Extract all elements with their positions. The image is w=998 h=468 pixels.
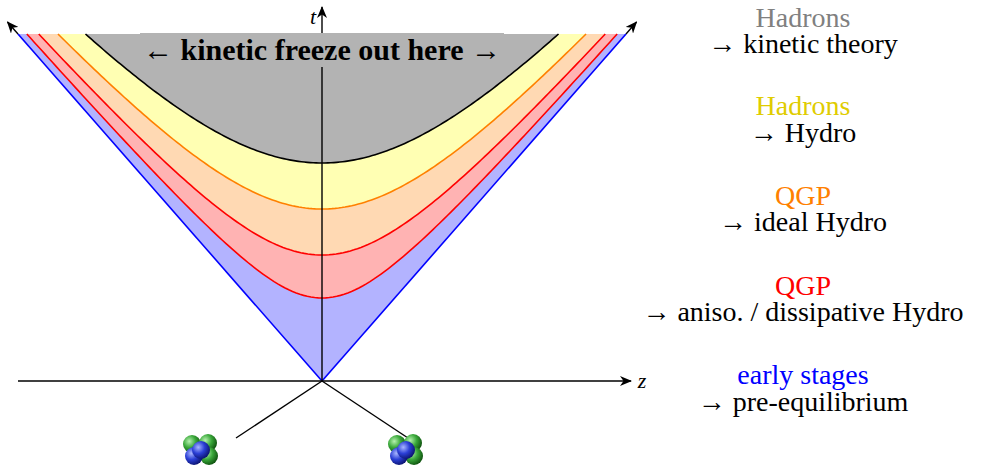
nucleon (192, 441, 210, 459)
light-cone (7, 22, 18, 34)
stage-model: → pre-equilibrium (698, 386, 909, 418)
stage-model: → ideal Hydro (719, 206, 887, 238)
nucleus (183, 434, 218, 465)
nucleus (388, 434, 423, 465)
annotation: ← kinetic freeze out here → (140, 33, 504, 68)
stage-model: → Hydro (750, 117, 857, 149)
axes-and-cone (7, 7, 636, 438)
nuclei (183, 434, 423, 465)
incoming-path (236, 381, 322, 438)
axis-label: t (310, 4, 316, 29)
light-cone (18, 34, 322, 381)
nucleon (397, 441, 415, 459)
z-axis (18, 380, 631, 381)
axis-label: z (638, 368, 647, 393)
incoming-path (322, 381, 408, 438)
light-cone (322, 34, 626, 381)
stage-model: → aniso. / dissipative Hydro (642, 296, 963, 328)
light-cone (626, 22, 637, 34)
stage-model: → kinetic theory (708, 28, 898, 60)
